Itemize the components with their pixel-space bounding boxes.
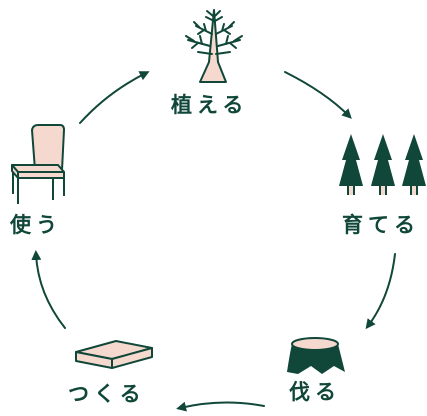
label-plant: 植える bbox=[171, 93, 249, 117]
plank-icon bbox=[75, 340, 153, 369]
arrow-plant-to-grow bbox=[284, 71, 352, 119]
label-cut: 伐る bbox=[289, 380, 341, 404]
arrow-cut-to-make bbox=[176, 401, 265, 412]
arrow-make-to-use bbox=[31, 250, 66, 329]
chair-icon bbox=[11, 124, 65, 204]
label-grow: 育てる bbox=[342, 213, 420, 237]
tree bbox=[371, 134, 395, 195]
arrow-grow-to-cut bbox=[365, 253, 396, 330]
forest-icon bbox=[339, 134, 426, 195]
label-use: 使う bbox=[10, 213, 62, 237]
sapling-icon bbox=[185, 9, 243, 83]
arrow-use-to-plant bbox=[79, 71, 150, 124]
tree bbox=[339, 134, 363, 195]
cycle-arrows bbox=[31, 71, 396, 412]
stump-icon bbox=[287, 337, 345, 374]
tree bbox=[402, 134, 426, 195]
label-make: つくる bbox=[68, 382, 146, 406]
